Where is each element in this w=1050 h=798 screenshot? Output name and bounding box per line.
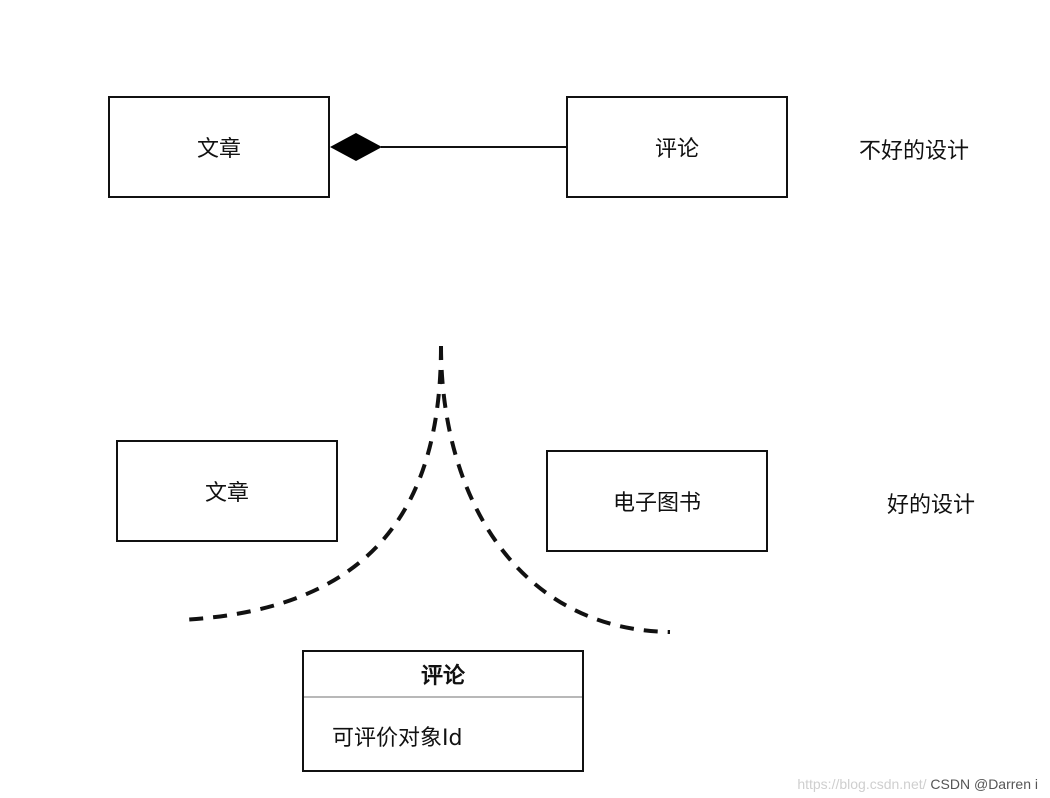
entity-label: 文章: [204, 481, 249, 506]
class-attribute: 可评价对象Id: [332, 726, 463, 751]
entity-label: 评论: [654, 137, 699, 162]
entity-label: 文章: [196, 137, 241, 162]
class-name: 评论: [304, 652, 582, 698]
comment-class-box: 评论 可评价对象Id: [302, 650, 584, 772]
good-design-label: 好的设计: [887, 493, 976, 518]
dashed-curve-left: [179, 345, 443, 622]
watermark-url: https://blog.csdn.net/: [797, 776, 927, 792]
entity-box-comment-top: 评论: [566, 96, 788, 198]
bad-design-label: 不好的设计: [859, 139, 970, 164]
watermark-credit: CSDN @Darren i: [930, 776, 1038, 792]
entity-box-article-top: 文章: [108, 96, 330, 198]
dashed-curve-right: [439, 345, 671, 634]
entity-box-article-bottom: 文章: [116, 440, 338, 542]
watermark: https://blog.csdn.net/ CSDN @Darren i: [797, 776, 1038, 792]
composition-diamond-icon: [330, 133, 382, 161]
entity-label: 电子图书: [612, 491, 701, 516]
entity-box-ebook: 电子图书: [546, 450, 768, 552]
